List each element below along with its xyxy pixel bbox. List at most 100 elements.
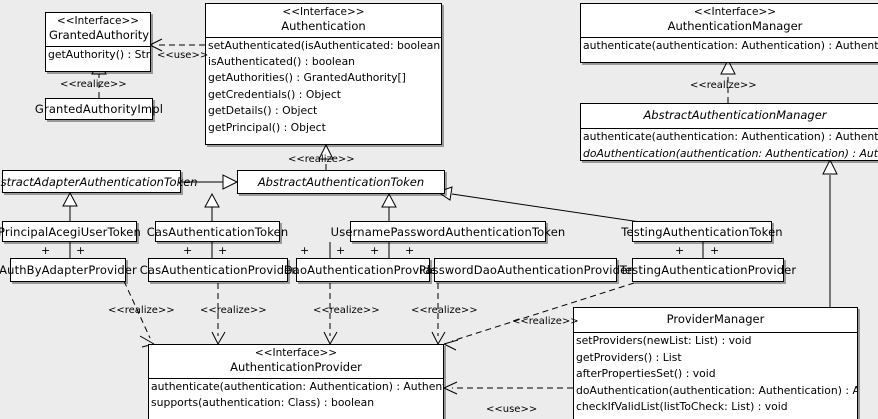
relationship-label-realize-dao-authentication-provider: <<realize>> [313,305,380,316]
class-box-username-password-authentication-token[interactable]: UsernamePasswordAuthenticationToken [331,221,565,242]
method-item: doAuthentication(authentication: Authent… [583,146,878,160]
method-item: getProviders() : List [576,350,682,364]
multiplicity-plus: + [405,244,415,257]
class-header-provider-manager: ProviderManager [574,308,857,329]
multiplicity-plus: + [300,244,310,257]
divider [581,36,878,38]
class-name-label: AuthenticationManager [667,19,803,34]
relationship-label-use-granted-authority: <<use>> [157,50,209,61]
method-compartment: authenticate(authentication: Authenticat… [581,129,878,160]
link-generalize-cas-authentication-token [204,192,220,221]
class-name-label: AbstractAuthenticationManager [643,108,827,122]
multiplicity-plus: + [675,244,685,257]
class-box-abstract-authentication-token[interactable]: AbstractAuthenticationToken [237,170,445,194]
class-box-auth-by-adapter-provider[interactable]: AuthByAdapterProvider [0,258,137,282]
class-name-label: DaoAuthenticationProvider [283,263,443,277]
class-name-label: AbstractAdapterAuthenticationToken [0,174,198,189]
multiplicity-plus: + [76,244,86,257]
relationship-label-realize-abstract-authentication-manager: <<realize>> [690,80,757,91]
method-item: authenticate(authentication: Authenticat… [583,130,878,144]
method-item: authenticate(authentication: Authenticat… [583,38,878,52]
method-item: getAuthorities() : GrantedAuthority[] [208,71,406,85]
class-box-authentication-provider[interactable]: <<Interface>> AuthenticationProvider aut… [148,344,444,419]
class-header-authentication-manager: <<Interface>> AuthenticationManager [581,4,878,37]
stereotype-label: <<Interface>> [254,347,338,359]
class-name-label: TestingAuthenticationToken [621,224,783,239]
relationship-label-realize-cas-authentication-provider: <<realize>> [200,305,267,316]
class-header-granted-authority: <<Interface>> GrantedAuthority [46,13,150,46]
class-name-label: AuthByAdapterProvider [0,263,137,277]
link-generalize-provider-manager [822,158,838,307]
method-item: checkIfValidList(listToCheck: List) : vo… [576,400,788,413]
class-box-testing-authentication-token[interactable]: TestingAuthenticationToken [621,221,783,242]
stereotype-label: <<Interface>> [282,6,365,18]
stereotype-label: <<Interface>> [693,6,777,18]
relationship-label-realize-auth-by-adapter-provider: <<realize>> [108,305,175,316]
divider [206,36,441,38]
class-name-label: ProviderManager [666,312,765,326]
class-name-label: CasAuthenticationProvider [139,263,297,277]
class-name-label: UsernamePasswordAuthenticationToken [330,224,566,239]
method-item: doAuthentication(authentication: Authent… [576,383,857,397]
method-compartment: setProviders(newList: List) : void getPr… [574,333,857,415]
method-item: afterPropertiesSet() : void [576,367,716,381]
method-compartment: getAuthority() : String [46,47,150,63]
class-name-label: AuthenticationProvider [230,360,362,375]
multiplicity-plus: + [336,244,346,257]
divider [574,332,857,334]
method-compartment: authenticate(authentication: Authenticat… [149,379,443,412]
method-item: getDetails() : Object [208,104,318,118]
method-item: setProviders(newList: List) : void [576,334,752,348]
class-box-dao-authentication-provider[interactable]: DaoAuthenticationProvider [284,258,442,282]
class-name-label: TestingAuthenticationProvider [619,263,797,277]
multiplicity-plus: + [370,244,380,257]
method-compartment: authenticate(authentication: Authenticat… [581,38,878,54]
class-name-label: PrincipalAcegiUserToken [0,224,141,239]
link-use-provider-manager [443,381,573,395]
class-box-password-dao-authentication-provider[interactable]: PasswordDaoAuthenticationProvider [419,258,632,282]
link-generalize-principal-acegi-user-token [62,191,78,221]
divider [581,128,878,130]
class-box-granted-authority-impl[interactable]: GrantedAuthorityImpl [35,98,163,120]
method-item: getPrincipal() : Object [208,120,326,134]
relationship-label-realize-granted-authority-impl: <<realize>> [60,79,127,90]
class-box-cas-authentication-provider[interactable]: CasAuthenticationProvider [140,258,296,282]
class-name-label: AbstractAuthenticationToken [257,175,425,189]
method-compartment: setAuthenticated(isAuthenticated: boolea… [206,38,441,136]
relationship-label-realize-abstract-authentication-token: <<realize>> [288,154,355,165]
divider [149,377,443,379]
method-item: setAuthenticated(isAuthenticated: boolea… [208,38,442,52]
class-header-authentication-provider: <<Interface>> AuthenticationProvider [149,345,443,378]
relationship-label-use-provider-manager: <<use>> [486,404,538,415]
method-item: getCredentials() : Object [208,87,342,101]
method-item: isAuthenticated() : boolean [208,54,356,68]
class-box-cas-authentication-token[interactable]: CasAuthenticationToken [147,221,288,242]
class-name-label: Authentication [281,19,366,34]
class-box-abstract-authentication-manager[interactable]: AbstractAuthenticationManager authentica… [580,103,878,161]
method-item: supports(authentication: Class) : boolea… [151,395,375,409]
divider [46,45,150,47]
class-box-abstract-adapter-authentication-token[interactable]: AbstractAdapterAuthenticationToken [0,170,198,193]
class-box-authentication-manager[interactable]: <<Interface>> AuthenticationManager auth… [580,3,878,63]
link-generalize-username-password-token [381,192,397,221]
class-name-label: CasAuthenticationToken [146,224,289,239]
multiplicity-plus: + [183,244,193,257]
class-header-abstract-authentication-manager: AbstractAuthenticationManager [581,104,878,125]
method-item: getAuthority() : String [48,47,151,61]
relationship-label-realize-password-dao-authentication-provider: <<realize>> [411,305,478,316]
class-box-testing-authentication-provider[interactable]: TestingAuthenticationProvider [620,258,796,282]
class-box-provider-manager[interactable]: ProviderManager setProviders(newList: Li… [573,307,858,419]
class-header-authentication: <<Interface>> Authentication [206,4,441,37]
class-name-label: PasswordDaoAuthenticationProvider [418,263,633,277]
link-generalize-testing-authentication-token [436,186,641,223]
class-box-granted-authority[interactable]: <<Interface>> GrantedAuthority getAuthor… [45,12,151,72]
class-name-label: GrantedAuthorityImpl [34,102,164,116]
multiplicity-plus: + [218,244,228,257]
class-name-label: GrantedAuthority [49,28,150,43]
multiplicity-plus: + [41,244,51,257]
relationship-label-realize-testing-authentication-provider: <<realize>> [512,316,579,327]
multiplicity-plus: + [710,244,720,257]
class-box-authentication[interactable]: <<Interface>> Authentication setAuthenti… [205,3,442,145]
class-box-principal-acegi-user-token[interactable]: PrincipalAcegiUserToken [0,221,141,242]
